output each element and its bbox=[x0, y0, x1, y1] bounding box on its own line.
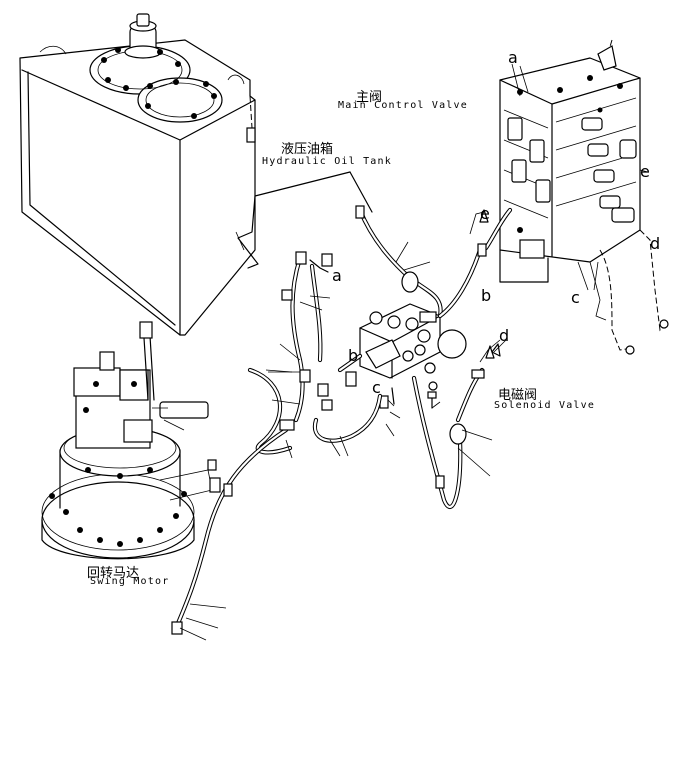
ref-e-hose: e bbox=[480, 204, 490, 223]
callout-leaders bbox=[152, 63, 649, 641]
main-valve-label-en: Main Control Valve bbox=[338, 100, 468, 111]
ref-a-hose: a bbox=[332, 266, 342, 285]
swing-motor bbox=[41, 321, 221, 560]
ref-d-main-valve: d bbox=[650, 234, 661, 253]
ref-c-main-valve: c bbox=[571, 288, 580, 307]
ref-e-main-valve: e bbox=[640, 162, 650, 181]
main-valve-label-cn: 主阀 bbox=[356, 90, 383, 105]
swing-motor-label-cn: 回转马达 bbox=[87, 566, 140, 581]
swing-motor-label-en: Swing Motor bbox=[90, 576, 170, 587]
ref-b-right: b bbox=[481, 286, 492, 305]
hose-lines bbox=[171, 205, 513, 635]
ref-c-solenoid: c bbox=[372, 378, 381, 397]
ref-d-solenoid: d bbox=[499, 326, 510, 345]
tank-label-en: Hydraulic Oil Tank bbox=[262, 156, 392, 167]
tank-label-cn: 液压油箱 bbox=[281, 142, 334, 157]
hydraulic-oil-tank bbox=[19, 13, 256, 336]
ref-a-main-valve: a bbox=[508, 48, 518, 67]
main-control-valve bbox=[499, 39, 669, 355]
solenoid-label-cn: 电磁阀 bbox=[498, 388, 538, 403]
ref-b-left: b bbox=[348, 346, 359, 365]
solenoid-label-en: Solenoid Valve bbox=[494, 400, 596, 411]
